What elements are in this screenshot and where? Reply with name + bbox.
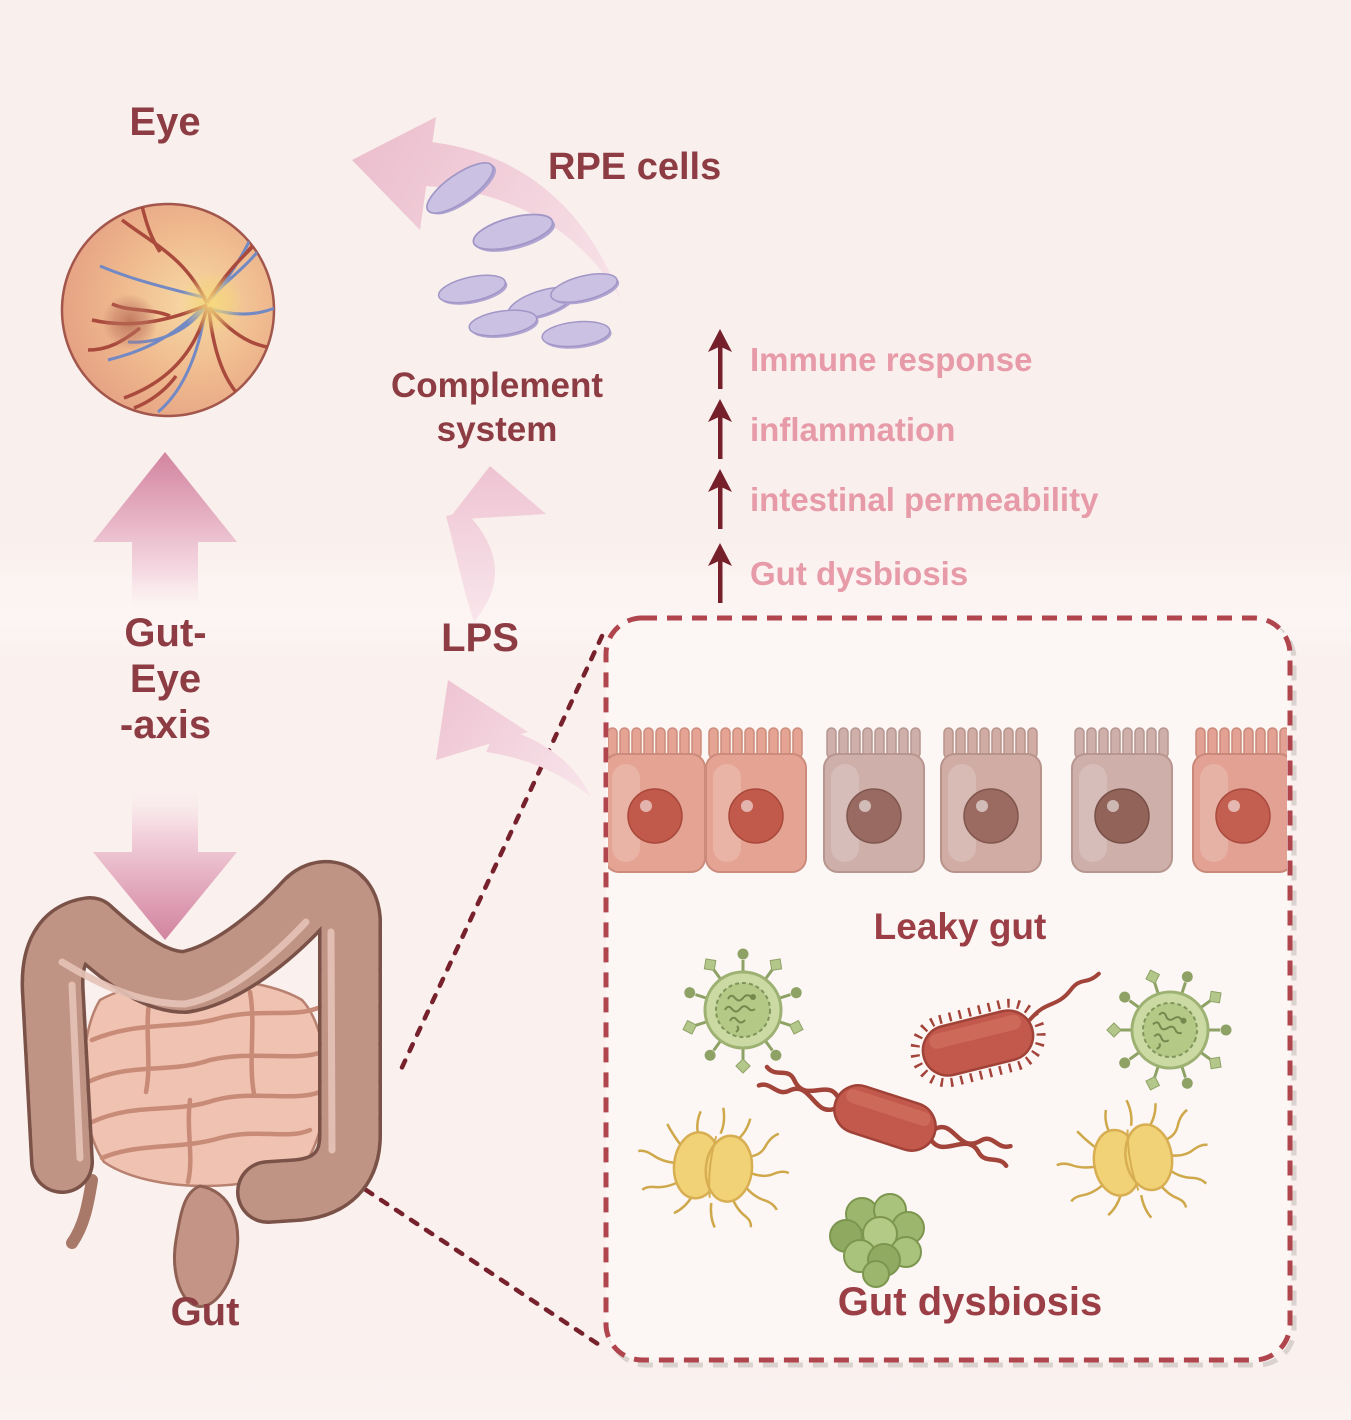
axis-down-arrow <box>93 786 237 940</box>
gut-illustration <box>20 859 382 1308</box>
axis-up-arrow <box>93 452 237 608</box>
epithelial-cell <box>608 727 706 873</box>
epithelial-cells <box>608 727 1287 873</box>
cascade-row-gut-dysbiosis: Gut dysbiosis <box>706 542 968 606</box>
up-arrow-icon <box>708 469 732 529</box>
cascade-row-intestinal-permeability: intestinal permeability <box>706 468 1098 532</box>
epithelial-cell <box>705 727 807 873</box>
leaky-gut-label: Leaky gut <box>873 906 1047 947</box>
up-arrow-icon <box>708 399 732 459</box>
dotted-connector-lines <box>363 633 607 1351</box>
rpe-arrow <box>352 117 621 300</box>
axis-line3: -axis <box>119 703 212 747</box>
gut-eye-axis-label: Gut- Eye -axis <box>88 610 243 748</box>
axis-line2: Eye <box>129 657 202 701</box>
lps-to-complement-arrow <box>446 466 546 622</box>
fundus-illustration <box>60 202 276 418</box>
cascade-item-label: inflammation <box>750 411 956 448</box>
epithelial-cell <box>940 727 1042 873</box>
complement-line1: Complement <box>391 366 603 405</box>
complement-system-label: Complement system <box>352 364 642 452</box>
epithelial-cell <box>1192 727 1287 873</box>
complement-line2: system <box>436 410 558 450</box>
optic-disc <box>180 271 244 335</box>
lps-label: LPS <box>441 616 519 660</box>
cascade-item-label: Gut dysbiosis <box>750 555 969 592</box>
up-arrow-icon <box>708 543 732 603</box>
cascade-row-inflammation: inflammation <box>706 398 955 462</box>
up-arrow-icon <box>708 329 732 389</box>
gut-dysbiosis-label: Gut dysbiosis <box>837 1280 1103 1324</box>
eye-label: Eye <box>129 100 201 144</box>
axis-line1: Gut- <box>124 611 207 655</box>
epithelial-cell <box>823 727 925 873</box>
macula <box>102 294 158 350</box>
cascade-item-label: Immune response <box>750 341 1033 378</box>
gut-label: Gut <box>170 1290 240 1334</box>
cascade-row-immune-response: Immune response <box>706 328 1032 392</box>
rpe-cells-label: RPE cells <box>548 146 722 188</box>
epithelial-cell <box>1071 727 1173 873</box>
box-to-lps-arrow <box>436 680 591 797</box>
cascade-item-label: intestinal permeability <box>750 481 1099 518</box>
